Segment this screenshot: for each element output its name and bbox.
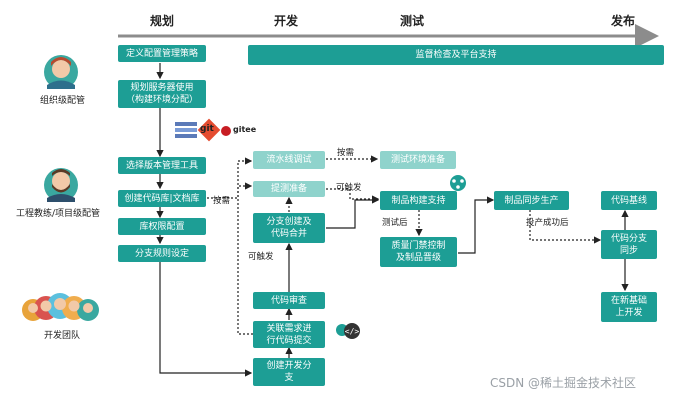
box-merge: 分支创建及 代码合并	[253, 213, 325, 243]
role-coach: 工程教练/项目级配管	[16, 209, 101, 219]
box-branch-sync-line2: 同步	[619, 245, 638, 256]
phase-plan: 规划	[150, 14, 175, 28]
box-sync: 制品同步生产	[494, 191, 569, 210]
git-logo-text: git	[200, 124, 214, 134]
box-create-dev-line2: 支	[284, 373, 294, 383]
label-after-prod: 投产成功后	[526, 218, 569, 228]
watermark: CSDN @稀土掘金技术社区	[490, 376, 637, 390]
box-test-env: 测试环境准备	[380, 151, 456, 169]
box-new-base: 在新基础 上开发	[601, 292, 657, 322]
box-create-repo: 创建代码库|文档库	[118, 190, 206, 207]
label-triggerable-right: 可触发	[336, 183, 362, 193]
box-new-base-line2: 上开发	[615, 308, 643, 318]
arrow-rule-createdev	[159, 262, 253, 377]
box-pipeline: 流水线调试	[253, 151, 325, 169]
network-icon	[450, 175, 466, 191]
label-after-test: 测试后	[382, 218, 408, 228]
box-link-commit: 关联需求进 行代码提交	[253, 321, 325, 348]
box-branch-rule: 分支规则设定	[118, 245, 206, 262]
box-quality: 质量门禁控制 及制品晋级	[380, 237, 457, 267]
arrow-quality-sync	[458, 196, 495, 254]
dotted-repo-pipeline	[207, 157, 253, 199]
box-define-policy: 定义配置管理策略	[118, 45, 206, 62]
code-icon: </>	[336, 323, 360, 339]
box-quality-line1: 质量门禁控制	[391, 241, 446, 251]
box-review: 代码审查	[253, 292, 325, 309]
dotted-link-prepare	[237, 182, 253, 335]
role-org: 组织级配管	[40, 96, 86, 106]
phase-test: 测试	[400, 14, 425, 28]
label-on-demand-top: 按需	[337, 148, 355, 158]
svg-text:</>: </>	[345, 327, 360, 336]
svn-icon	[175, 122, 197, 138]
arrow-merge-build	[326, 196, 380, 229]
box-merge-line2: 代码合并	[270, 229, 307, 239]
box-monitor: 监督检查及平台支持	[248, 45, 664, 65]
coach-avatar	[44, 168, 78, 202]
dotted-prepare-build	[326, 188, 380, 203]
gitee-logo-text: gitee	[233, 125, 257, 134]
box-build: 制品构建支持	[380, 191, 457, 210]
org-avatar	[44, 55, 78, 89]
box-link-commit-line2: 行代码提交	[266, 335, 312, 346]
box-plan-server-line2: （构建环境分配）	[125, 95, 198, 105]
box-baseline: 代码基线	[601, 191, 657, 210]
phase-release: 发布	[611, 14, 636, 28]
box-plan-server-line1: 规划服务器使用	[130, 83, 194, 93]
box-create-dev-line1: 创建开发分	[266, 361, 312, 371]
role-dev: 开发团队	[44, 331, 81, 341]
box-select-tool: 选择版本管理工具	[118, 157, 206, 174]
box-branch-sync-line1: 代码分支	[610, 233, 647, 244]
dotted-sync-branchsync	[529, 210, 602, 244]
box-permission: 库权限配置	[118, 218, 206, 235]
label-triggerable-left: 可触发	[248, 252, 274, 262]
box-create-dev-branch: 创建开发分 支	[253, 358, 325, 386]
box-branch-sync: 代码分支 同步	[601, 230, 657, 259]
phase-develop: 开发	[274, 14, 299, 28]
gitee-icon	[221, 126, 231, 136]
box-plan-server: 规划服务器使用 （构建环境分配）	[118, 80, 206, 108]
box-quality-line2: 及制品晋级	[395, 253, 441, 263]
box-merge-line1: 分支创建及	[266, 217, 312, 227]
box-prepare: 提测准备	[253, 181, 325, 197]
label-on-demand-left: 按需	[213, 196, 231, 206]
box-new-base-line1: 在新基础	[610, 296, 647, 306]
box-link-commit-line1: 关联需求进	[266, 323, 312, 334]
team-avatars	[22, 293, 99, 321]
